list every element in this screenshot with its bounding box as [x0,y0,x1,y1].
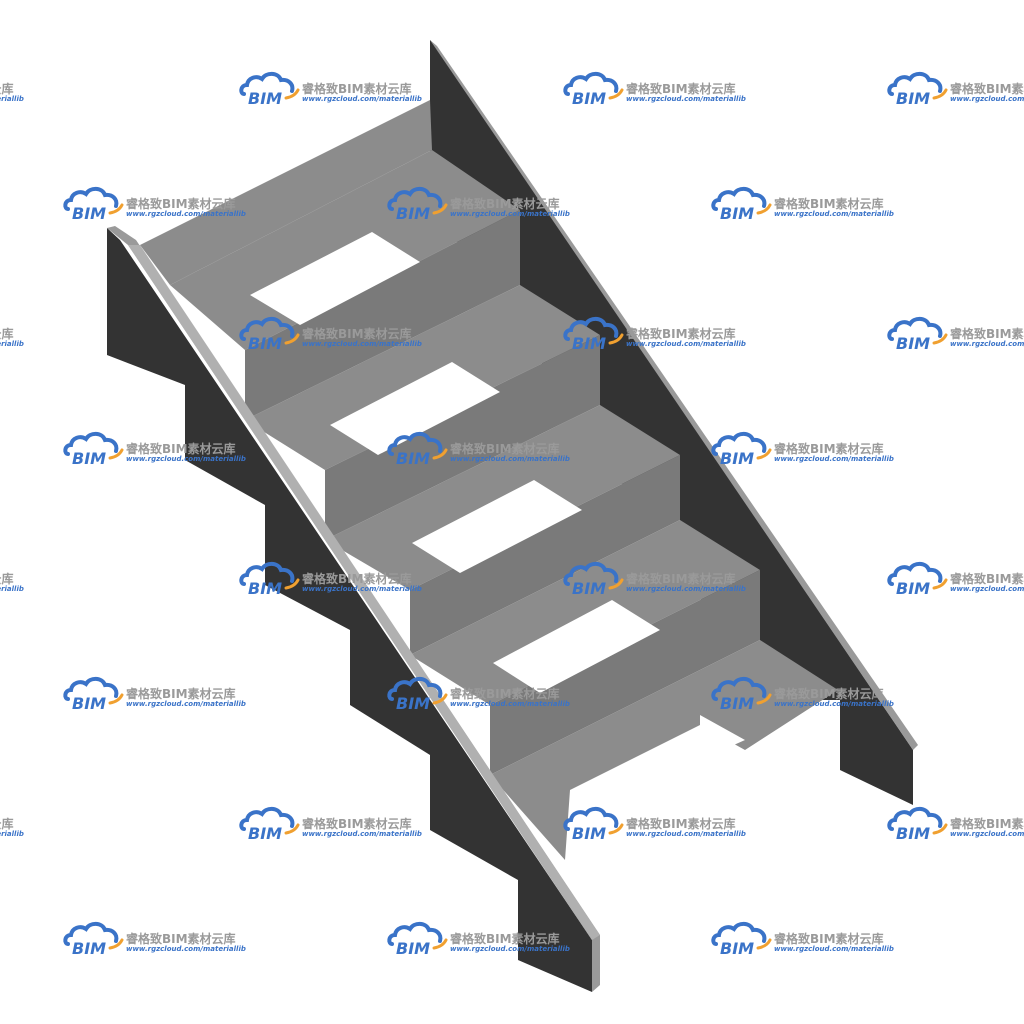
left-stringer-top-face [128,245,600,940]
bottom-tread-cut [700,715,745,760]
left-stringer-plate [107,228,592,992]
riser-3 [410,455,680,655]
tread-4-top [410,520,760,705]
right-stringer-plate [430,40,913,805]
riser-2 [325,335,600,540]
riser-4 [490,570,760,775]
riser-1 [245,210,520,420]
tread-4-opening [493,600,660,693]
top-landing-back [140,100,432,285]
tread-1-opening [250,232,420,325]
tread-2-opening [330,362,500,455]
tread-3-opening [412,480,582,573]
right-stringer-edge [430,40,918,750]
